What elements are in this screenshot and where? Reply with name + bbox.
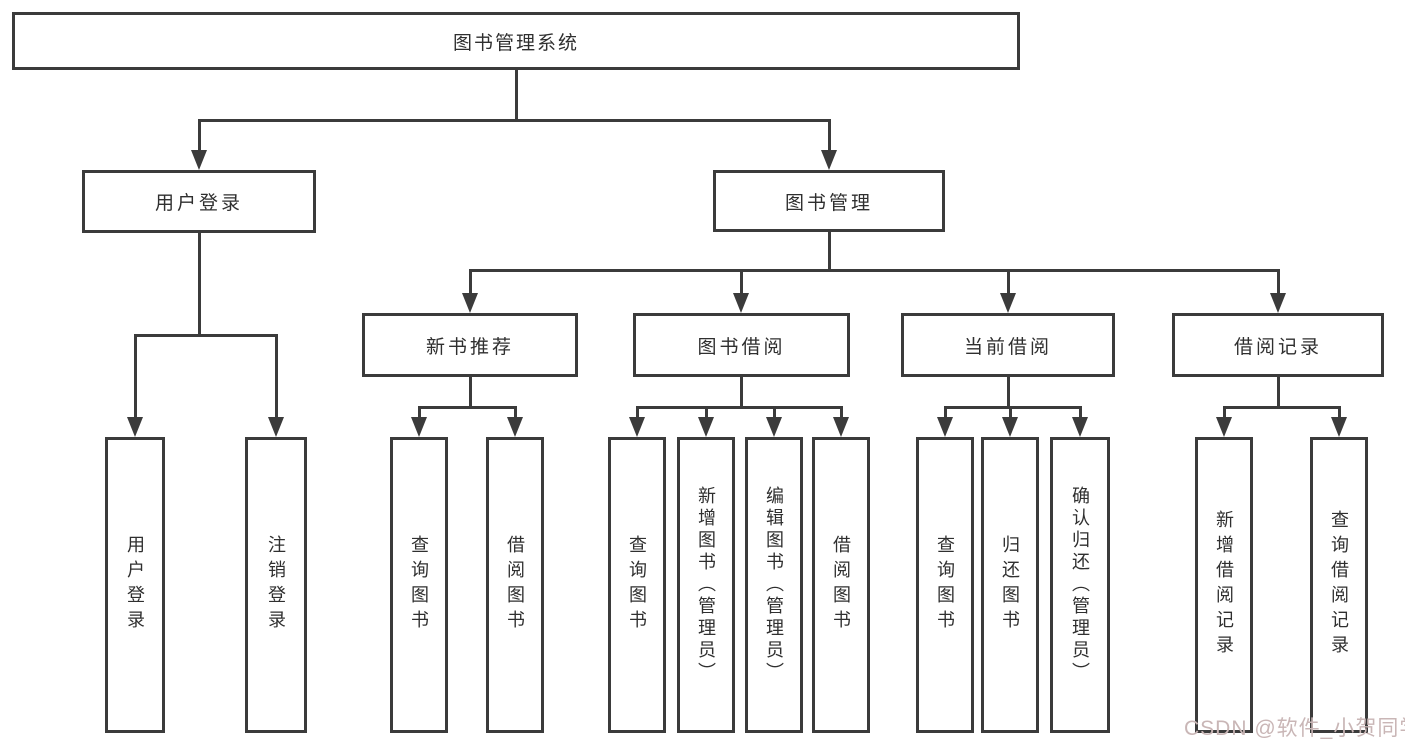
node-borrow-record: 借阅记录 bbox=[1172, 313, 1384, 377]
leaf-label: 注销登录 bbox=[266, 535, 286, 635]
arrow-down-icon bbox=[1000, 293, 1016, 313]
leaf-recommend-borrow-book: 借阅图书 bbox=[486, 437, 544, 733]
connector-line bbox=[1009, 406, 1012, 419]
connector-line bbox=[469, 269, 472, 295]
connector-line bbox=[515, 70, 518, 120]
leaf-label: 查询图书 bbox=[409, 535, 429, 635]
node-user-login: 用户登录 bbox=[82, 170, 316, 233]
connector-line bbox=[275, 334, 278, 419]
connector-line bbox=[740, 377, 743, 407]
leaf-label: 借阅图书 bbox=[505, 535, 525, 635]
arrow-down-icon bbox=[833, 417, 849, 437]
arrow-down-icon bbox=[462, 293, 478, 313]
connector-line bbox=[1277, 269, 1280, 295]
arrow-down-icon bbox=[191, 150, 207, 170]
connector-line bbox=[773, 406, 776, 419]
csdn-watermark: CSDN @软件_小贺同学 bbox=[1184, 717, 1405, 740]
arrow-down-icon bbox=[733, 293, 749, 313]
connector-line bbox=[705, 406, 708, 419]
connector-line bbox=[1007, 377, 1010, 407]
leaf-label: 查询图书 bbox=[935, 535, 955, 635]
connector-line bbox=[418, 406, 517, 409]
node-current-borrow: 当前借阅 bbox=[901, 313, 1115, 377]
connector-line bbox=[134, 334, 278, 337]
arrow-down-icon bbox=[821, 150, 837, 170]
node-root-library-system: 图书管理系统 bbox=[12, 12, 1020, 70]
leaf-record-add-record: 新增借阅记录 bbox=[1195, 437, 1253, 733]
arrow-down-icon bbox=[127, 417, 143, 437]
arrow-down-icon bbox=[766, 417, 782, 437]
connector-line bbox=[469, 377, 472, 407]
node-new-book-recommend: 新书推荐 bbox=[362, 313, 578, 377]
connector-line bbox=[418, 406, 421, 419]
node-book-borrow: 图书借阅 bbox=[633, 313, 850, 377]
leaf-logout: 注销登录 bbox=[245, 437, 307, 733]
leaf-borrow-edit-book-admin: 编辑图书（管理员） bbox=[745, 437, 803, 733]
arrow-down-icon bbox=[1216, 417, 1232, 437]
arrow-down-icon bbox=[507, 417, 523, 437]
connector-line bbox=[944, 406, 947, 419]
leaf-label: 用户登录 bbox=[125, 535, 145, 635]
leaf-label: 借阅图书 bbox=[831, 535, 851, 635]
connector-line bbox=[514, 406, 517, 419]
leaf-borrow-add-book-admin: 新增图书（管理员） bbox=[677, 437, 735, 733]
leaf-current-confirm-return-admin: 确认归还（管理员） bbox=[1050, 437, 1110, 733]
leaf-user-login: 用户登录 bbox=[105, 437, 165, 733]
connector-line bbox=[740, 269, 743, 295]
arrow-down-icon bbox=[268, 417, 284, 437]
leaf-record-query-record: 查询借阅记录 bbox=[1310, 437, 1368, 733]
connector-line bbox=[1338, 406, 1341, 419]
leaf-label: 新增借阅记录 bbox=[1214, 510, 1234, 660]
connector-line bbox=[840, 406, 843, 419]
node-book-management: 图书管理 bbox=[713, 170, 945, 232]
leaf-label: 查询图书 bbox=[627, 535, 647, 635]
connector-line bbox=[469, 269, 1280, 272]
connector-line bbox=[198, 119, 830, 122]
leaf-current-query-book: 查询图书 bbox=[916, 437, 974, 733]
arrow-down-icon bbox=[1072, 417, 1088, 437]
leaf-recommend-query-book: 查询图书 bbox=[390, 437, 448, 733]
connector-line bbox=[828, 119, 831, 152]
connector-line bbox=[636, 406, 639, 419]
arrow-down-icon bbox=[1002, 417, 1018, 437]
arrow-down-icon bbox=[1331, 417, 1347, 437]
connector-line bbox=[636, 406, 843, 409]
connector-line bbox=[198, 119, 201, 152]
arrow-down-icon bbox=[629, 417, 645, 437]
connector-line bbox=[1007, 269, 1010, 295]
arrow-down-icon bbox=[1270, 293, 1286, 313]
leaf-borrow-query-book: 查询图书 bbox=[608, 437, 666, 733]
connector-line bbox=[828, 232, 831, 270]
connector-line bbox=[1223, 406, 1341, 409]
leaf-label: 确认归还（管理员） bbox=[1070, 486, 1090, 684]
connector-line bbox=[198, 233, 201, 335]
leaf-current-return-book: 归还图书 bbox=[981, 437, 1039, 733]
connector-line bbox=[1277, 377, 1280, 407]
leaf-borrow-borrow-book: 借阅图书 bbox=[812, 437, 870, 733]
connector-line bbox=[944, 406, 1082, 409]
connector-line bbox=[1079, 406, 1082, 419]
connector-line bbox=[134, 334, 137, 419]
arrow-down-icon bbox=[411, 417, 427, 437]
leaf-label: 查询借阅记录 bbox=[1329, 510, 1349, 660]
leaf-label: 新增图书（管理员） bbox=[696, 486, 716, 684]
leaf-label: 归还图书 bbox=[1000, 535, 1020, 635]
connector-line bbox=[1223, 406, 1226, 419]
arrow-down-icon bbox=[698, 417, 714, 437]
leaf-label: 编辑图书（管理员） bbox=[764, 486, 784, 684]
arrow-down-icon bbox=[937, 417, 953, 437]
